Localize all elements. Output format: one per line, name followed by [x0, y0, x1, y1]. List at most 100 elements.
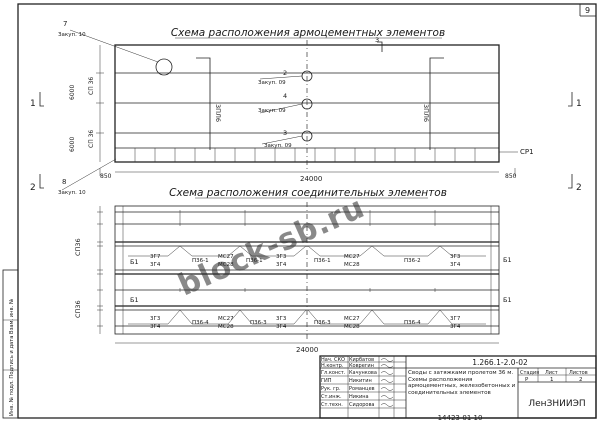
title-block-rows [320, 361, 406, 409]
svg-text:6000: 6000 [69, 137, 76, 152]
svg-text:Ст.инж.: Ст.инж. [321, 394, 342, 400]
svg-text:Листов: Листов [569, 370, 588, 376]
svg-text:МС27: МС27 [218, 316, 234, 322]
svg-text:Никина: Никина [349, 394, 369, 400]
svg-text:Закуп. 09: Закуп. 09 [258, 80, 286, 86]
bottom-scheme-title: Схема расположения соединительных элемен… [169, 187, 447, 199]
svg-text:Нач. СКО: Нач. СКО [321, 357, 345, 363]
organization-name: ЛенЗНИИЭП [528, 399, 585, 409]
svg-text:1: 1 [576, 99, 582, 109]
bottom-strip-cells [134, 148, 476, 162]
svg-text:3: 3 [375, 36, 379, 44]
document-code: 1.266.1-2.0-02 [472, 358, 528, 367]
row2-connectors [128, 309, 486, 325]
svg-text:Никитин: Никитин [349, 378, 372, 384]
svg-text:Закуп. 09: Закуп. 09 [258, 108, 286, 114]
svg-text:МС28: МС28 [344, 324, 360, 330]
svg-text:Закуп. 10: Закуп. 10 [58, 190, 86, 196]
svg-text:СП 36: СП 36 [88, 130, 95, 148]
row1-connectors [128, 245, 486, 257]
svg-text:3Г4: 3Г4 [150, 262, 161, 268]
sheet-frame [17, 3, 597, 419]
svg-text:П36-1: П36-1 [192, 258, 209, 264]
connection-ticks [179, 210, 436, 292]
svg-text:СП36: СП36 [74, 238, 82, 256]
svg-text:3Г3: 3Г3 [150, 316, 161, 322]
svg-text:Рук. гр.: Рук. гр. [321, 386, 341, 392]
svg-text:ГИП: ГИП [321, 378, 332, 384]
svg-text:Б1: Б1 [130, 258, 139, 266]
svg-text:3Г3: 3Г3 [450, 254, 461, 260]
svg-text:СР1: СР1 [520, 148, 534, 156]
svg-text:3: 3 [283, 129, 287, 137]
svg-text:4: 4 [283, 92, 287, 100]
svg-text:СП 36: СП 36 [88, 77, 95, 95]
svg-text:3Г4: 3Г4 [450, 324, 461, 330]
svg-text:2: 2 [30, 183, 36, 193]
svg-text:2: 2 [576, 183, 582, 193]
svg-text:2: 2 [283, 69, 287, 77]
right-inner-element [429, 57, 444, 150]
document-number: 14423-01 10 [438, 414, 483, 422]
svg-text:Романцев: Романцев [349, 386, 375, 392]
svg-text:3ПЛ6: 3ПЛ6 [214, 104, 222, 122]
svg-text:Б1: Б1 [503, 256, 512, 264]
top-scheme-title: Схема расположения армоцементных элемент… [171, 27, 445, 39]
svg-text:П36-1: П36-1 [314, 258, 331, 264]
svg-text:МС27: МС27 [344, 254, 360, 260]
svg-text:Б1: Б1 [130, 296, 139, 304]
svg-text:МС28: МС28 [218, 262, 234, 268]
svg-text:3Г3: 3Г3 [276, 316, 287, 322]
svg-text:Б1: Б1 [503, 296, 512, 304]
svg-text:Лист: Лист [545, 370, 558, 376]
svg-text:Н.контр.: Н.контр. [321, 363, 344, 369]
title-block: Нач. СКО Н.контр. Гл.конст. ГИП Рук. гр.… [319, 355, 597, 419]
svg-text:1: 1 [550, 377, 554, 383]
svg-text:24000: 24000 [300, 175, 322, 183]
left-dimension-ticks [97, 211, 103, 327]
svg-text:МС28: МС28 [344, 262, 360, 268]
svg-text:3Г4: 3Г4 [276, 324, 287, 330]
svg-text:СП36: СП36 [74, 300, 82, 318]
svg-text:МС27: МС27 [344, 316, 360, 322]
svg-text:7: 7 [63, 20, 67, 28]
bottom-scheme: Схема расположения соединительных элемен… [74, 187, 512, 354]
svg-text:850: 850 [100, 173, 112, 180]
svg-text:850: 850 [505, 173, 517, 180]
binding-strip-text: Инв. № подл. Подпись и дата Взам. инв. № [9, 298, 15, 416]
sheet-description: Своды с затяжками пролетом 36 м. Схемы р… [408, 370, 516, 396]
svg-text:Закуп. 10: Закуп. 10 [58, 32, 86, 38]
svg-text:Коврегин: Коврегин [349, 363, 374, 369]
svg-text:П36-3: П36-3 [314, 320, 331, 326]
left-binding-strip: Инв. № подл. Подпись и дата Взам. инв. № [2, 269, 19, 419]
svg-text:2: 2 [579, 377, 583, 383]
svg-text:П36-4: П36-4 [404, 320, 421, 326]
svg-text:П36-4: П36-4 [192, 320, 209, 326]
svg-text:3Г4: 3Г4 [450, 262, 461, 268]
sheet-number: 9 [585, 6, 590, 15]
svg-text:МС28: МС28 [218, 324, 234, 330]
svg-text:8: 8 [62, 178, 66, 186]
svg-text:24000: 24000 [296, 346, 318, 354]
svg-text:3Г3: 3Г3 [276, 254, 287, 260]
svg-text:Качункова: Качункова [349, 370, 377, 376]
svg-text:МС27: МС27 [218, 254, 234, 260]
svg-text:Стадия: Стадия [520, 370, 539, 376]
svg-text:1: 1 [30, 99, 36, 109]
svg-text:3Г7: 3Г7 [150, 254, 161, 260]
watermark-text: block-sb.ru [173, 190, 370, 303]
svg-text:3Г4: 3Г4 [150, 324, 161, 330]
svg-text:Сидорова: Сидорова [349, 402, 375, 408]
svg-text:Р: Р [525, 377, 529, 383]
svg-text:Ст.техн.: Ст.техн. [321, 402, 343, 408]
svg-text:Кирбатов: Кирбатов [349, 357, 374, 363]
svg-text:6000: 6000 [69, 85, 76, 100]
signature-scribbles [380, 358, 394, 407]
svg-text:Закуп. 09: Закуп. 09 [264, 143, 292, 149]
svg-text:П36-3: П36-3 [250, 320, 267, 326]
left-inner-element [196, 57, 211, 150]
top-scheme: Схема расположения армоцементных элемент… [58, 20, 534, 196]
svg-text:П36-1: П36-1 [246, 258, 263, 264]
